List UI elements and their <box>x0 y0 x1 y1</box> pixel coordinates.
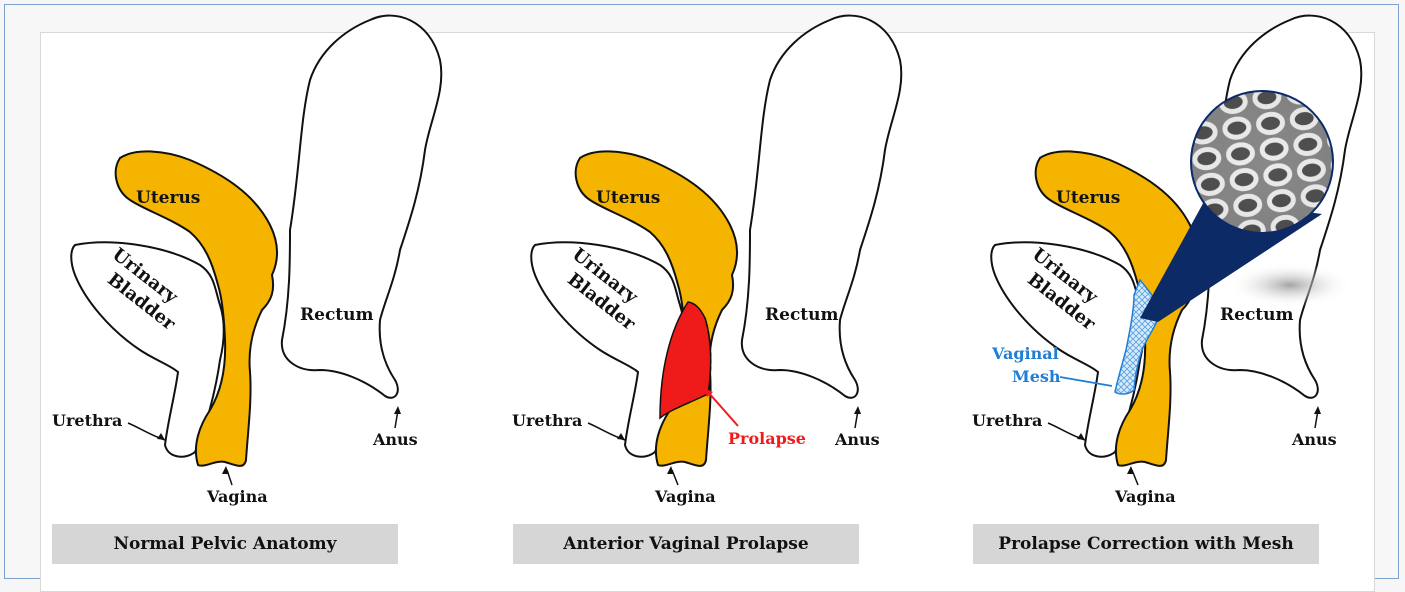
prolapse-label: Prolapse <box>728 429 806 448</box>
anus-arrowhead <box>1314 406 1321 414</box>
urethra-label: Urethra <box>972 411 1042 430</box>
rectum-organ <box>282 16 441 398</box>
anus-label: Anus <box>372 430 418 449</box>
anus-label: Anus <box>834 430 880 449</box>
uterus-label: Uterus <box>136 188 200 208</box>
caption-anterior-prolapse: Anterior Vaginal Prolapse <box>513 524 859 564</box>
panel-mesh-correction <box>991 16 1361 466</box>
panel-anterior-prolapse: Uterus Urinary Bladder Rectum Urethra Pr… <box>512 16 901 506</box>
caption-mesh-correction: Prolapse Correction with Mesh <box>973 524 1319 564</box>
mesh-label-line2: Mesh <box>1012 367 1061 386</box>
rectum-label: Rectum <box>300 305 374 325</box>
vagina-label: Vagina <box>206 487 268 506</box>
urethra-label: Urethra <box>512 411 582 430</box>
prolapse-pointer <box>708 392 738 426</box>
anus-label: Anus <box>1291 430 1337 449</box>
rectum-organ <box>742 16 901 398</box>
urethra-arrowhead <box>157 433 165 440</box>
mesh-label-line1: Vaginal <box>991 344 1059 363</box>
uterus-label: Uterus <box>1056 188 1120 208</box>
vagina-arrowhead <box>667 466 674 474</box>
rectum-label: Rectum <box>1220 305 1294 325</box>
vagina-label: Vagina <box>654 487 716 506</box>
urethra-label: Urethra <box>52 411 122 430</box>
magnifier-shadow <box>1228 263 1352 307</box>
uterus-label: Uterus <box>596 188 660 208</box>
anus-arrowhead <box>394 406 401 414</box>
vagina-arrowhead <box>222 466 229 474</box>
vagina-label: Vagina <box>1114 487 1176 506</box>
caption-normal-anatomy: Normal Pelvic Anatomy <box>52 524 398 564</box>
rectum-label: Rectum <box>765 305 839 325</box>
anus-arrowhead <box>854 406 861 414</box>
vagina-arrowhead <box>1127 466 1134 474</box>
pelvic-anatomy-figure: Uterus Urinary Bladder Rectum Urethra Va… <box>0 0 1405 563</box>
urethra-arrowhead <box>617 433 625 440</box>
panel-normal-anatomy: Uterus Urinary Bladder Rectum Urethra Va… <box>52 16 441 506</box>
urethra-arrowhead <box>1077 433 1085 440</box>
